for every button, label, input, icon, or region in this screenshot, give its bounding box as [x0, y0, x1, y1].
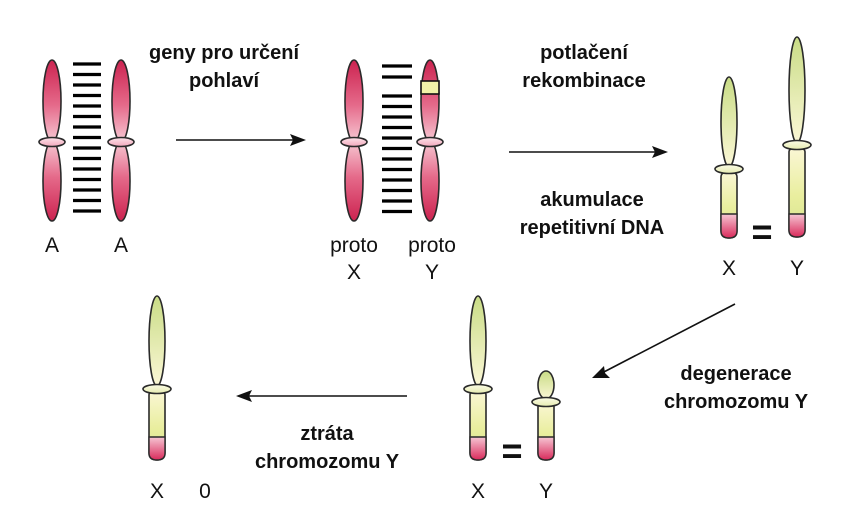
- label-proto-x-line2: X: [347, 261, 361, 284]
- stage3-x-y-pair: = X Y: [714, 36, 812, 280]
- stage5-label-x: X: [150, 480, 164, 503]
- sex-determining-locus: [420, 80, 440, 95]
- step2-bottom-line2: repetitivní DNA: [520, 217, 664, 239]
- label-proto-y-line2: Y: [425, 261, 439, 284]
- stage4-degenerate-y-chromosome: [531, 370, 561, 461]
- label-a-left: A: [45, 234, 59, 257]
- step1-label-line1: geny pro určení: [149, 42, 300, 64]
- proto-x-chromosome: [340, 59, 368, 222]
- step4-label-line1: ztráta: [300, 423, 354, 445]
- arrow-step4: [236, 390, 407, 402]
- step1-label-line2: pohlaví: [189, 70, 260, 92]
- stage3-x-chromosome: [714, 76, 744, 239]
- stage4-x-degenerate-y: = X Y: [463, 295, 561, 503]
- stage4-x-chromosome: [463, 295, 493, 461]
- stage2-proto-sex-chromosomes: proto X proto Y: [330, 59, 456, 284]
- stage4-equals-sign: =: [501, 430, 522, 471]
- proto-y-chromosome: [416, 59, 444, 222]
- step2-top-line2: rekombinace: [522, 70, 645, 92]
- autosome-left: [38, 59, 66, 222]
- step2-top-line1: potlačení: [540, 42, 629, 64]
- label-proto-y-line1: proto: [408, 234, 456, 257]
- stage3-equals-sign: =: [751, 211, 772, 252]
- step4-label-line2: chromozomu Y: [255, 451, 400, 473]
- step2-bottom-line1: akumulace: [540, 189, 643, 211]
- step3-label-line1: degenerace: [680, 363, 791, 385]
- stage5-x-chromosome: [142, 295, 172, 461]
- stage1-autosome-pair: A A: [38, 59, 135, 257]
- stage5-x0: X 0: [142, 295, 211, 503]
- stage5-label-0: 0: [199, 480, 211, 503]
- arrow-step1: [176, 134, 306, 146]
- label-a-right: A: [114, 234, 128, 257]
- label-proto-x-line1: proto: [330, 234, 378, 257]
- step3-label-line2: chromozomu Y: [664, 391, 809, 413]
- stage3-label-y: Y: [790, 257, 804, 280]
- arrow-step3: [592, 303, 736, 378]
- stage4-label-x: X: [471, 480, 485, 503]
- stage4-label-y: Y: [539, 480, 553, 503]
- arrow-step2: [509, 146, 668, 158]
- stage3-y-chromosome: [782, 36, 812, 238]
- gene-bars-stage1: [73, 62, 101, 213]
- stage3-label-x: X: [722, 257, 736, 280]
- autosome-right: [107, 59, 135, 222]
- gene-bars-stage2: [382, 64, 412, 214]
